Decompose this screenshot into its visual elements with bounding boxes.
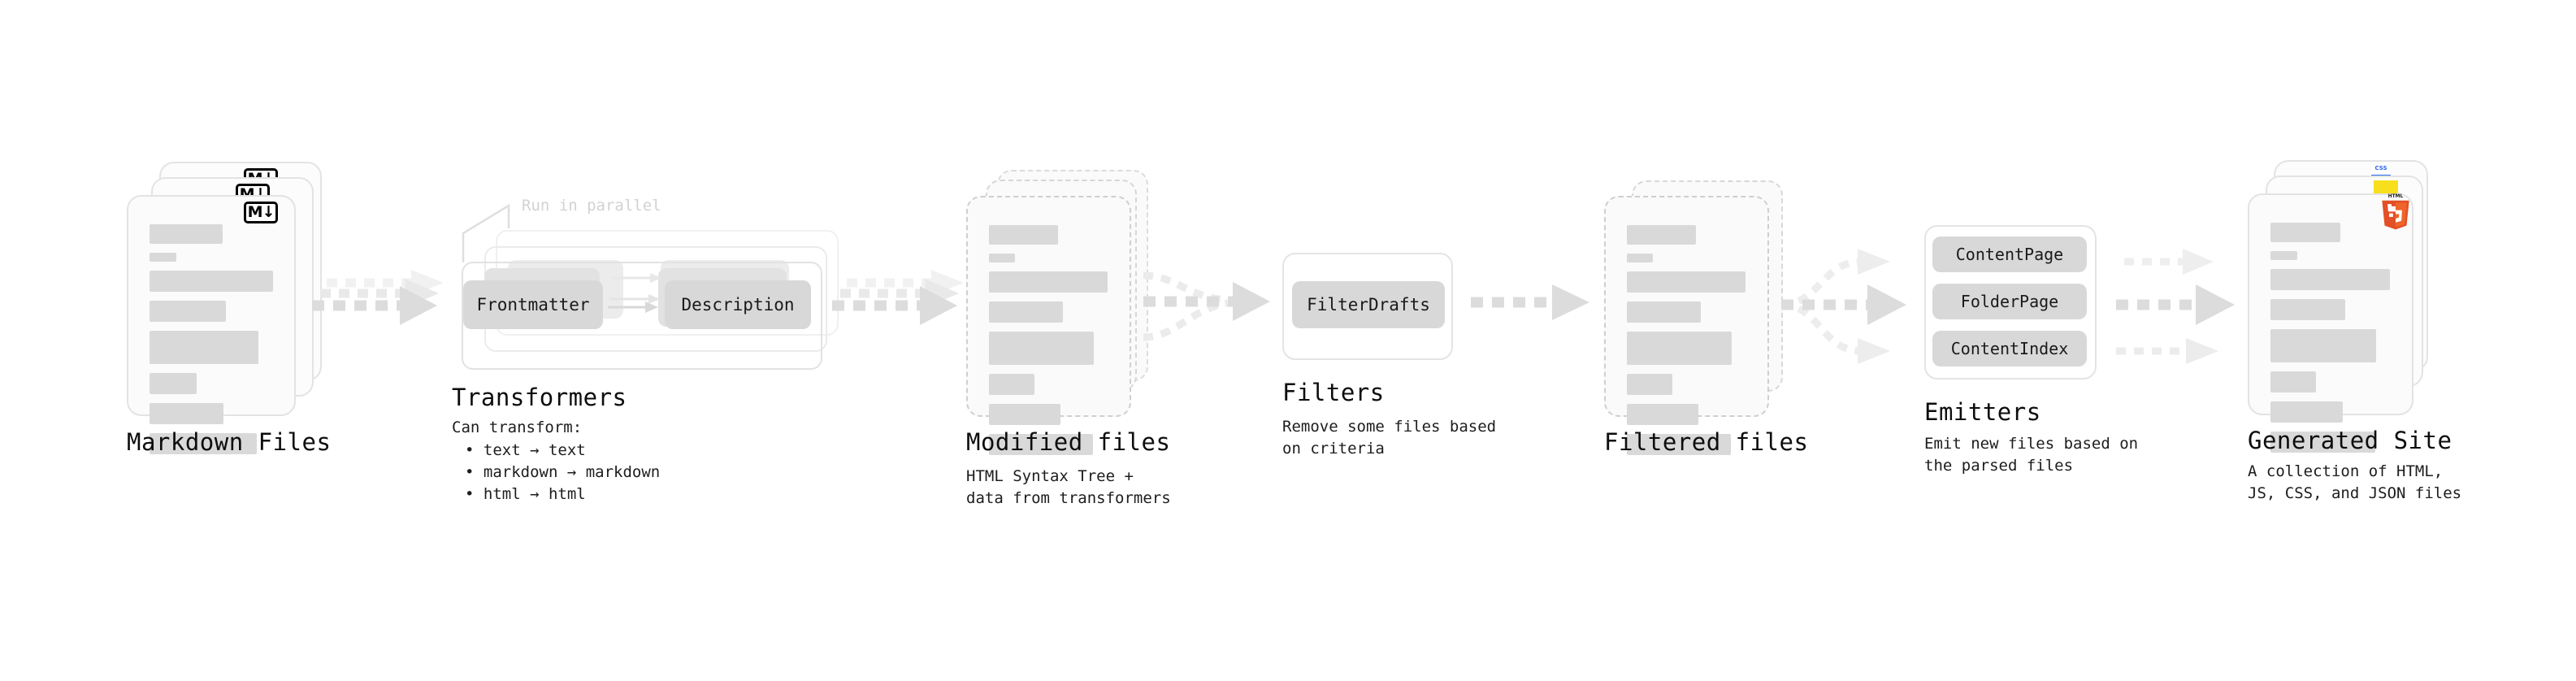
arrow-transformers-to-modified: [832, 270, 964, 325]
content-bar: [2270, 299, 2345, 320]
content-bar: [2270, 329, 2377, 362]
emitter-pill-folderpage[interactable]: FolderPage: [1932, 284, 2087, 319]
content-bar: [150, 331, 258, 364]
transformer-pill-frontmatter[interactable]: Frontmatter: [463, 280, 603, 329]
filter-pill-filterdrafts[interactable]: FilterDrafts: [1292, 281, 1445, 328]
site-file-card-front: [2248, 193, 2413, 453]
arrow-filters-to-filtered: [1471, 284, 1589, 320]
content-bar: [150, 271, 273, 292]
content-bar: [2270, 371, 2317, 393]
content-bar: [989, 254, 1016, 262]
content-bar: [989, 332, 1095, 365]
markdown-files-title: Markdown Files: [127, 428, 332, 456]
site-file-content: [2270, 223, 2391, 462]
html5-logo-icon: HTML: [2382, 193, 2409, 230]
js-badge-icon: [2374, 180, 2398, 194]
content-bar: [2270, 223, 2340, 242]
emitters-subtitle-1: the parsed files: [1924, 457, 2074, 475]
modified-file-content: [989, 225, 1108, 464]
transformers-bullet-2: • html → html: [465, 485, 586, 503]
content-bar: [1627, 301, 1702, 323]
emitter-pill-contentpage[interactable]: ContentPage: [1932, 236, 2087, 272]
svg-text:HTML: HTML: [2388, 193, 2404, 199]
content-bar: [2270, 251, 2297, 260]
content-bar: [989, 374, 1034, 395]
filtered-files-title: Filtered files: [1604, 428, 1809, 456]
transformer-pill-description[interactable]: Description: [665, 280, 811, 329]
content-bar: [989, 271, 1108, 293]
generated-site-subtitle-0: A collection of HTML,: [2248, 462, 2444, 480]
content-bar: [989, 434, 1093, 455]
emitters-subtitle-0: Emit new files based on: [1924, 435, 2139, 453]
emitter-pill-contentindex[interactable]: ContentIndex: [1932, 331, 2087, 367]
content-bar: [989, 301, 1064, 323]
content-bar: [989, 225, 1059, 245]
content-bar: [150, 433, 258, 454]
transformers-subtitle-head: Can transform:: [452, 419, 583, 436]
content-bar: [1627, 225, 1697, 245]
filters-title: Filters: [1282, 379, 1385, 406]
content-bar: [1627, 404, 1699, 425]
content-bar: [1627, 254, 1654, 262]
filtered-file-card-front: [1604, 196, 1769, 455]
run-in-parallel-note: Run in parallel: [522, 197, 661, 215]
markdown-file-card-front: [127, 195, 296, 454]
filters-subtitle-1: on criteria: [1282, 440, 1385, 458]
arrow-emitters-to-site: [2116, 249, 2235, 364]
arrow-modified-to-filters: [1143, 271, 1270, 341]
content-bar: [2270, 401, 2343, 423]
content-bar: [150, 301, 227, 322]
arrow-filtered-to-emitters: [1780, 249, 1906, 364]
transformers-bullet-1: • markdown → markdown: [465, 463, 661, 481]
content-bar: [2270, 269, 2390, 290]
transformers-bullet-0: • text → text: [465, 441, 586, 459]
markdown-logo-icon: M↓: [244, 202, 278, 223]
content-bar: [2270, 432, 2375, 453]
transformer-front-arrow: [608, 301, 658, 313]
content-bar: [150, 224, 223, 244]
markdown-file-content: [150, 224, 273, 463]
modified-files-subtitle-0: HTML Syntax Tree +: [966, 467, 1134, 485]
content-bar: [150, 403, 224, 424]
filters-subtitle-0: Remove some files based: [1282, 418, 1497, 436]
modified-file-card-front: [966, 196, 1131, 455]
content-bar: [1627, 271, 1746, 293]
filtered-file-content: [1627, 225, 1746, 464]
modified-files-title: Modified files: [966, 428, 1171, 456]
transformers-title: Transformers: [452, 384, 627, 411]
content-bar: [1627, 434, 1731, 455]
arrow-markdown-to-transformers: [312, 270, 444, 325]
run-in-parallel-bracket: [462, 203, 510, 262]
content-bar: [150, 373, 197, 394]
content-bar: [1627, 374, 1672, 395]
content-bar: [150, 253, 177, 262]
generated-site-title: Generated Site: [2248, 427, 2452, 454]
transformer-inner-arrows: [609, 273, 661, 304]
content-bar: [989, 404, 1061, 425]
modified-files-subtitle-1: data from transformers: [966, 489, 1171, 507]
content-bar: [1627, 332, 1733, 365]
transformer-group-front: [462, 262, 822, 370]
emitters-title: Emitters: [1924, 398, 2041, 426]
generated-site-subtitle-1: JS, CSS, and JSON files: [2248, 484, 2462, 502]
